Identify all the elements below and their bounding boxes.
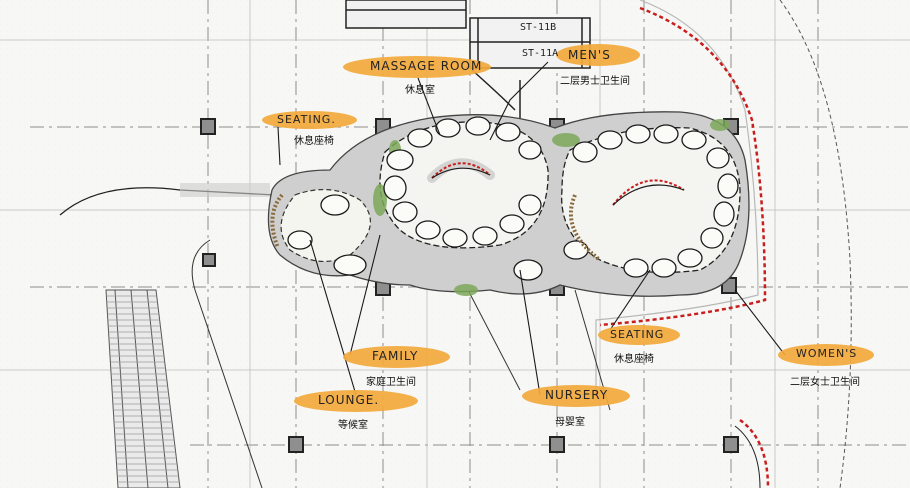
seat-pod: [435, 118, 461, 138]
crescent-benches: [270, 158, 685, 262]
massage-cn-label: 休息室: [405, 85, 435, 96]
seat-pod: [572, 141, 598, 163]
seating-left-cn-label: 休息座椅: [294, 136, 334, 147]
seat-pod: [700, 227, 724, 249]
seat-pod: [513, 259, 543, 281]
womens-cn-label: 二层女士卫生间: [790, 377, 860, 388]
seat-pod: [518, 194, 542, 216]
mens-tag: [556, 44, 640, 66]
seat-pod: [386, 149, 414, 171]
leader-lines: [277, 61, 786, 396]
seat-pod: [651, 258, 677, 278]
seating-left-label: SEATING.: [277, 113, 336, 126]
seat-pod: [499, 214, 525, 234]
massage-tag: [343, 56, 491, 78]
seat-pod: [681, 130, 707, 150]
nursery-tag: [522, 385, 630, 407]
seating-right-tag: [598, 325, 680, 345]
family-cn-label: 家庭卫生间: [366, 377, 416, 388]
seating-left-tag: [262, 111, 357, 129]
nursery-label: NURSERY: [545, 388, 609, 402]
mens-cn-label: 二层男士卫生间: [560, 76, 630, 87]
seat-pod: [597, 130, 623, 150]
lounge-cn-label: 等候室: [338, 420, 368, 431]
seat-pod: [623, 258, 649, 278]
boundary-line: [595, 0, 852, 488]
seat-pod: [713, 201, 735, 227]
seat-pod: [653, 124, 679, 144]
seat-pod: [333, 254, 367, 276]
womens-label: WOMEN'S: [796, 347, 858, 360]
nursery-cn-label: 母婴室: [555, 417, 585, 428]
entry-curve: [59, 187, 276, 216]
womens-tag: [778, 344, 874, 366]
seat-pod: [518, 140, 542, 160]
seat-pod: [320, 194, 350, 216]
seat-pod: [407, 128, 433, 148]
seat-pod: [717, 173, 739, 199]
seat-pod: [415, 220, 441, 240]
seat-pod: [442, 228, 468, 248]
seating-pods: [287, 116, 739, 281]
seat-pod: [625, 124, 651, 144]
seat-pod: [495, 122, 521, 142]
stair-label-lower: ST-11A: [522, 48, 559, 59]
escalator: [105, 289, 181, 488]
seating-right-cn-label: 休息座椅: [614, 354, 654, 365]
seat-pod: [392, 201, 418, 223]
seat-pod: [383, 175, 407, 201]
family-tag: [343, 346, 450, 368]
lounge-tag: [294, 390, 418, 412]
stair-label-upper: ST-11B: [520, 22, 557, 33]
seat-pod: [287, 230, 313, 250]
seat-pod: [677, 248, 703, 268]
lounge-label: LOUNGE.: [318, 393, 380, 407]
massage-label: MASSAGE ROOM: [370, 59, 483, 73]
seating-right-label: SEATING: [610, 328, 665, 341]
seat-pod: [465, 116, 491, 136]
mens-label: MEN'S: [568, 48, 611, 62]
family-label: FAMILY: [372, 349, 419, 363]
seat-pod: [706, 147, 730, 169]
seat-pod: [472, 226, 498, 246]
